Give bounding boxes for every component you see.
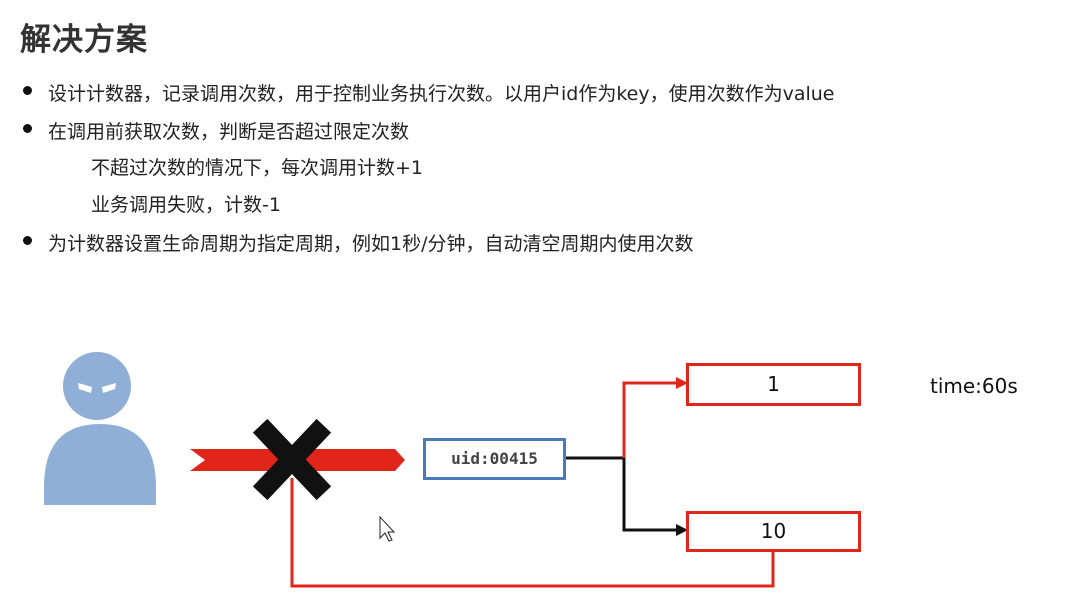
bullet-item: 为计数器设置生命周期为指定周期，例如1秒/分钟，自动清空周期内使用次数 [48, 233, 694, 255]
arrow-head-bottom [676, 524, 688, 536]
uid-box: uid:00415 [423, 438, 566, 480]
sub-item: 业务调用失败，计数-1 [91, 194, 281, 216]
sub-item: 不超过次数的情况下，每次调用计数+1 [91, 157, 424, 179]
bullet-dot [23, 236, 32, 245]
time-label: time:60s [930, 374, 1018, 398]
bullet-dot [23, 124, 32, 133]
x-mark-icon [252, 418, 332, 501]
person-icon [44, 352, 156, 505]
red-return-line [290, 478, 775, 588]
counter-value-top: 1 [767, 372, 780, 396]
counter-box-top: 1 [686, 363, 861, 406]
uid-label: uid:00415 [451, 449, 538, 468]
arrow-head-top [676, 377, 688, 389]
branch-lines [565, 456, 678, 532]
red-line-top [622, 381, 676, 458]
counter-value-bottom: 10 [760, 519, 787, 543]
counter-box-bottom: 10 [686, 511, 861, 552]
page-title: 解决方案 [20, 22, 148, 58]
bullet-dot [23, 86, 32, 95]
bullet-item: 设计计数器，记录调用次数，用于控制业务执行次数。以用户id作为key，使用次数作… [48, 83, 835, 105]
cursor-icon [379, 515, 396, 542]
bullet-item: 在调用前获取次数，判断是否超过限定次数 [48, 121, 410, 143]
